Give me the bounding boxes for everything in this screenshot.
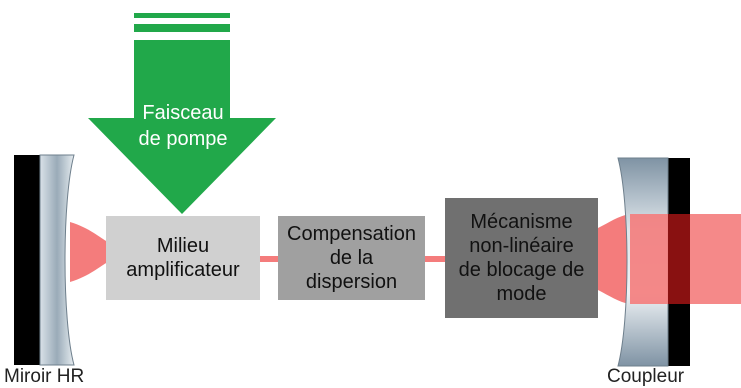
beam-left-section [70,222,108,282]
pump-arrow [88,13,276,214]
hr-mirror [14,154,75,366]
mode-locking-label: Mécanisme non-linéaire de blocage de mod… [458,211,585,305]
beam-link-1 [260,256,278,262]
beam-right-section [598,214,630,304]
output-beam-overlap [668,214,690,304]
output-coupler-label: Coupleur [607,366,685,387]
gain-medium-label: Milieu amplificateur [126,235,240,281]
mode-locking-box [445,198,598,318]
dispersion-compensation-box [278,216,425,300]
pump-beam-label: Faisceau de pompe [138,102,228,150]
dispersion-compensation-label: Compensation de la dispersion [287,223,416,293]
beam-link-2 [425,256,445,262]
hr-mirror-label: Miroir HR [4,366,85,387]
gain-medium-box [106,216,260,300]
